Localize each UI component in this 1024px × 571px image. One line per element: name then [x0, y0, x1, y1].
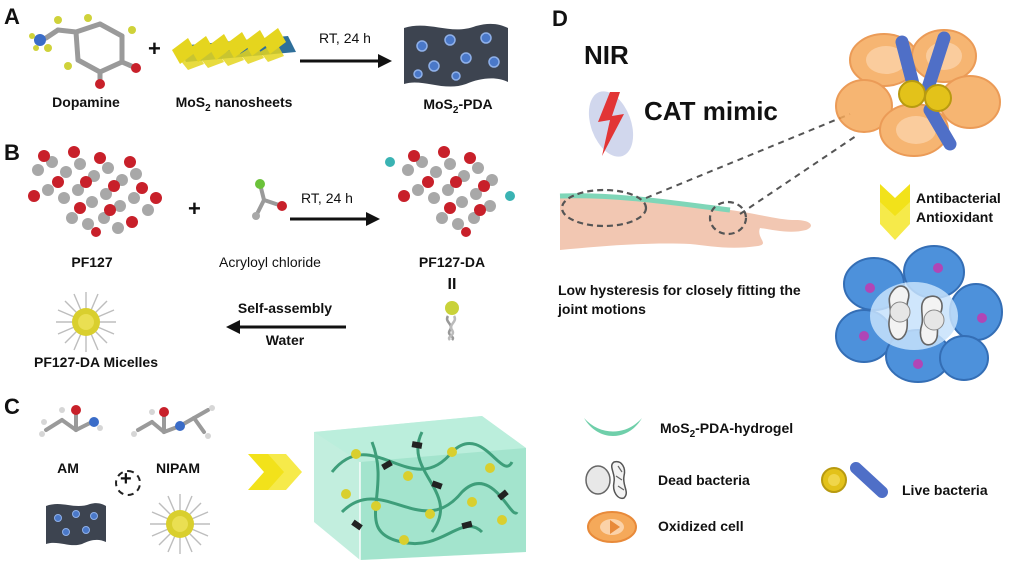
- pf127-da-molecule-icon: [385, 146, 515, 237]
- micelle-small-icon: [150, 494, 210, 554]
- hydrogel-network-icon: [314, 416, 526, 560]
- mos2-pda-label: MoS2-PDA: [423, 96, 493, 116]
- nipam-molecule-icon: [131, 405, 215, 439]
- acryloyl-chloride-label: Acryloyl chloride: [219, 254, 321, 270]
- legend-dead-bacteria-label: Dead bacteria: [658, 472, 750, 488]
- acryloyl-chloride-molecule-icon: [252, 179, 287, 220]
- oxidized-cells-with-bacteria-icon: [835, 29, 1001, 157]
- plus-sign-c: +: [120, 468, 132, 490]
- arm-with-hydrogel-icon: [559, 188, 811, 250]
- dopamine-label: Dopamine: [52, 94, 120, 110]
- plus-sign-a: +: [148, 36, 161, 61]
- dopamine-molecule-icon: [29, 14, 141, 89]
- panel-letter-c: C: [4, 394, 20, 419]
- nir-label: NIR: [584, 40, 629, 70]
- legend-hydrogel-label: MoS2-PDA-hydrogel: [660, 420, 794, 440]
- nipam-label: NIPAM: [155, 460, 201, 476]
- plus-circle: [115, 470, 141, 496]
- antioxidant-label: Antioxidant: [916, 209, 993, 225]
- legend-live-bacteria-icon: [821, 462, 888, 498]
- healthy-cells-with-dead-bacteria-icon: [835, 245, 1003, 383]
- legend-oxidized-cell-label: Oxidized cell: [658, 518, 744, 534]
- legend-hydrogel-swatch-icon: [584, 418, 642, 436]
- self-assembly-label: Self-assembly: [237, 300, 333, 316]
- mos2-pda-sheet-icon: [404, 23, 508, 87]
- legend-live-bacteria-label: Live bacteria: [902, 482, 988, 498]
- am-molecule-icon: [39, 405, 103, 437]
- nir-lightning-icon: [588, 91, 634, 157]
- water-label: Water: [265, 332, 305, 348]
- panel-letter-b: B: [4, 140, 20, 165]
- antibacterial-label: Antibacterial: [916, 190, 1001, 206]
- mos2-nanosheets-icon: [172, 28, 296, 70]
- zoom-dashed-lines: [645, 113, 857, 215]
- legend-dead-bacteria-icon: [585, 460, 627, 500]
- hysteresis-line-2: joint motions: [558, 301, 646, 317]
- yellow-chevron-arrow-icon: [248, 454, 302, 490]
- reaction-arrow-b: [290, 212, 380, 226]
- micelles-label: PF127-DA Micelles: [34, 354, 158, 370]
- condition-label-a: RT, 24 h: [319, 30, 371, 46]
- mos2-pda-sheet-small-icon: [46, 503, 106, 546]
- pf127-da-label: PF127-DA: [418, 254, 486, 270]
- legend-oxidized-cell-icon: [587, 511, 637, 543]
- am-label: AM: [57, 460, 79, 476]
- cat-mimic-label: CAT mimic: [644, 96, 778, 126]
- yellow-down-arrow-icon: [880, 184, 910, 240]
- hysteresis-line-1: Low hysteresis for closely fitting the: [558, 282, 801, 298]
- pf127-label: PF127: [71, 254, 113, 270]
- pf127-da-schematic-icon: [445, 301, 459, 341]
- condition-label-b: RT, 24 h: [301, 190, 353, 206]
- reaction-arrow-a: [300, 54, 392, 68]
- pf127-molecule-icon: [28, 146, 162, 237]
- mos2-nanosheets-label: MoS2 nanosheets: [175, 94, 293, 114]
- panel-letter-a: A: [4, 4, 20, 29]
- plus-sign-b: +: [188, 196, 201, 221]
- panel-letter-d: D: [552, 6, 568, 31]
- self-assembly-arrow: [226, 320, 346, 334]
- equivalence-symbol: II: [447, 276, 457, 293]
- micelle-icon: [56, 292, 116, 352]
